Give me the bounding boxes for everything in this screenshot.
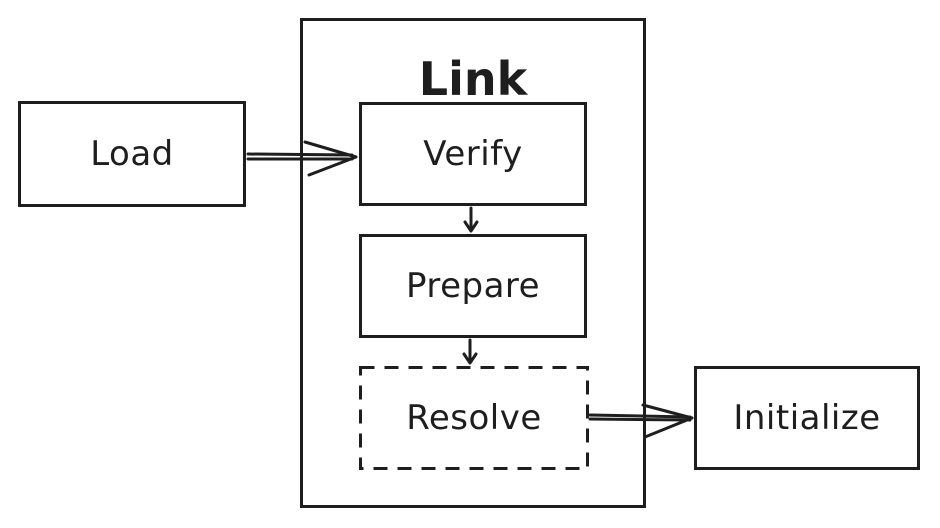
load-node: Load: [18, 101, 246, 207]
resolve-dashed-border: [359, 366, 589, 470]
verify-node-label: Verify: [423, 134, 523, 174]
resolve-node: Resolve: [359, 366, 589, 470]
resolve-node-label: Resolve: [406, 398, 542, 438]
initialize-node: Initialize: [694, 366, 920, 470]
load-node-label: Load: [90, 134, 174, 174]
link-container: Link: [300, 18, 646, 508]
link-container-title: Link: [418, 52, 528, 106]
initialize-node-label: Initialize: [733, 398, 881, 438]
prepare-node-label: Prepare: [405, 266, 541, 306]
verify-node: Verify: [359, 102, 587, 206]
prepare-node: Prepare: [359, 234, 587, 338]
